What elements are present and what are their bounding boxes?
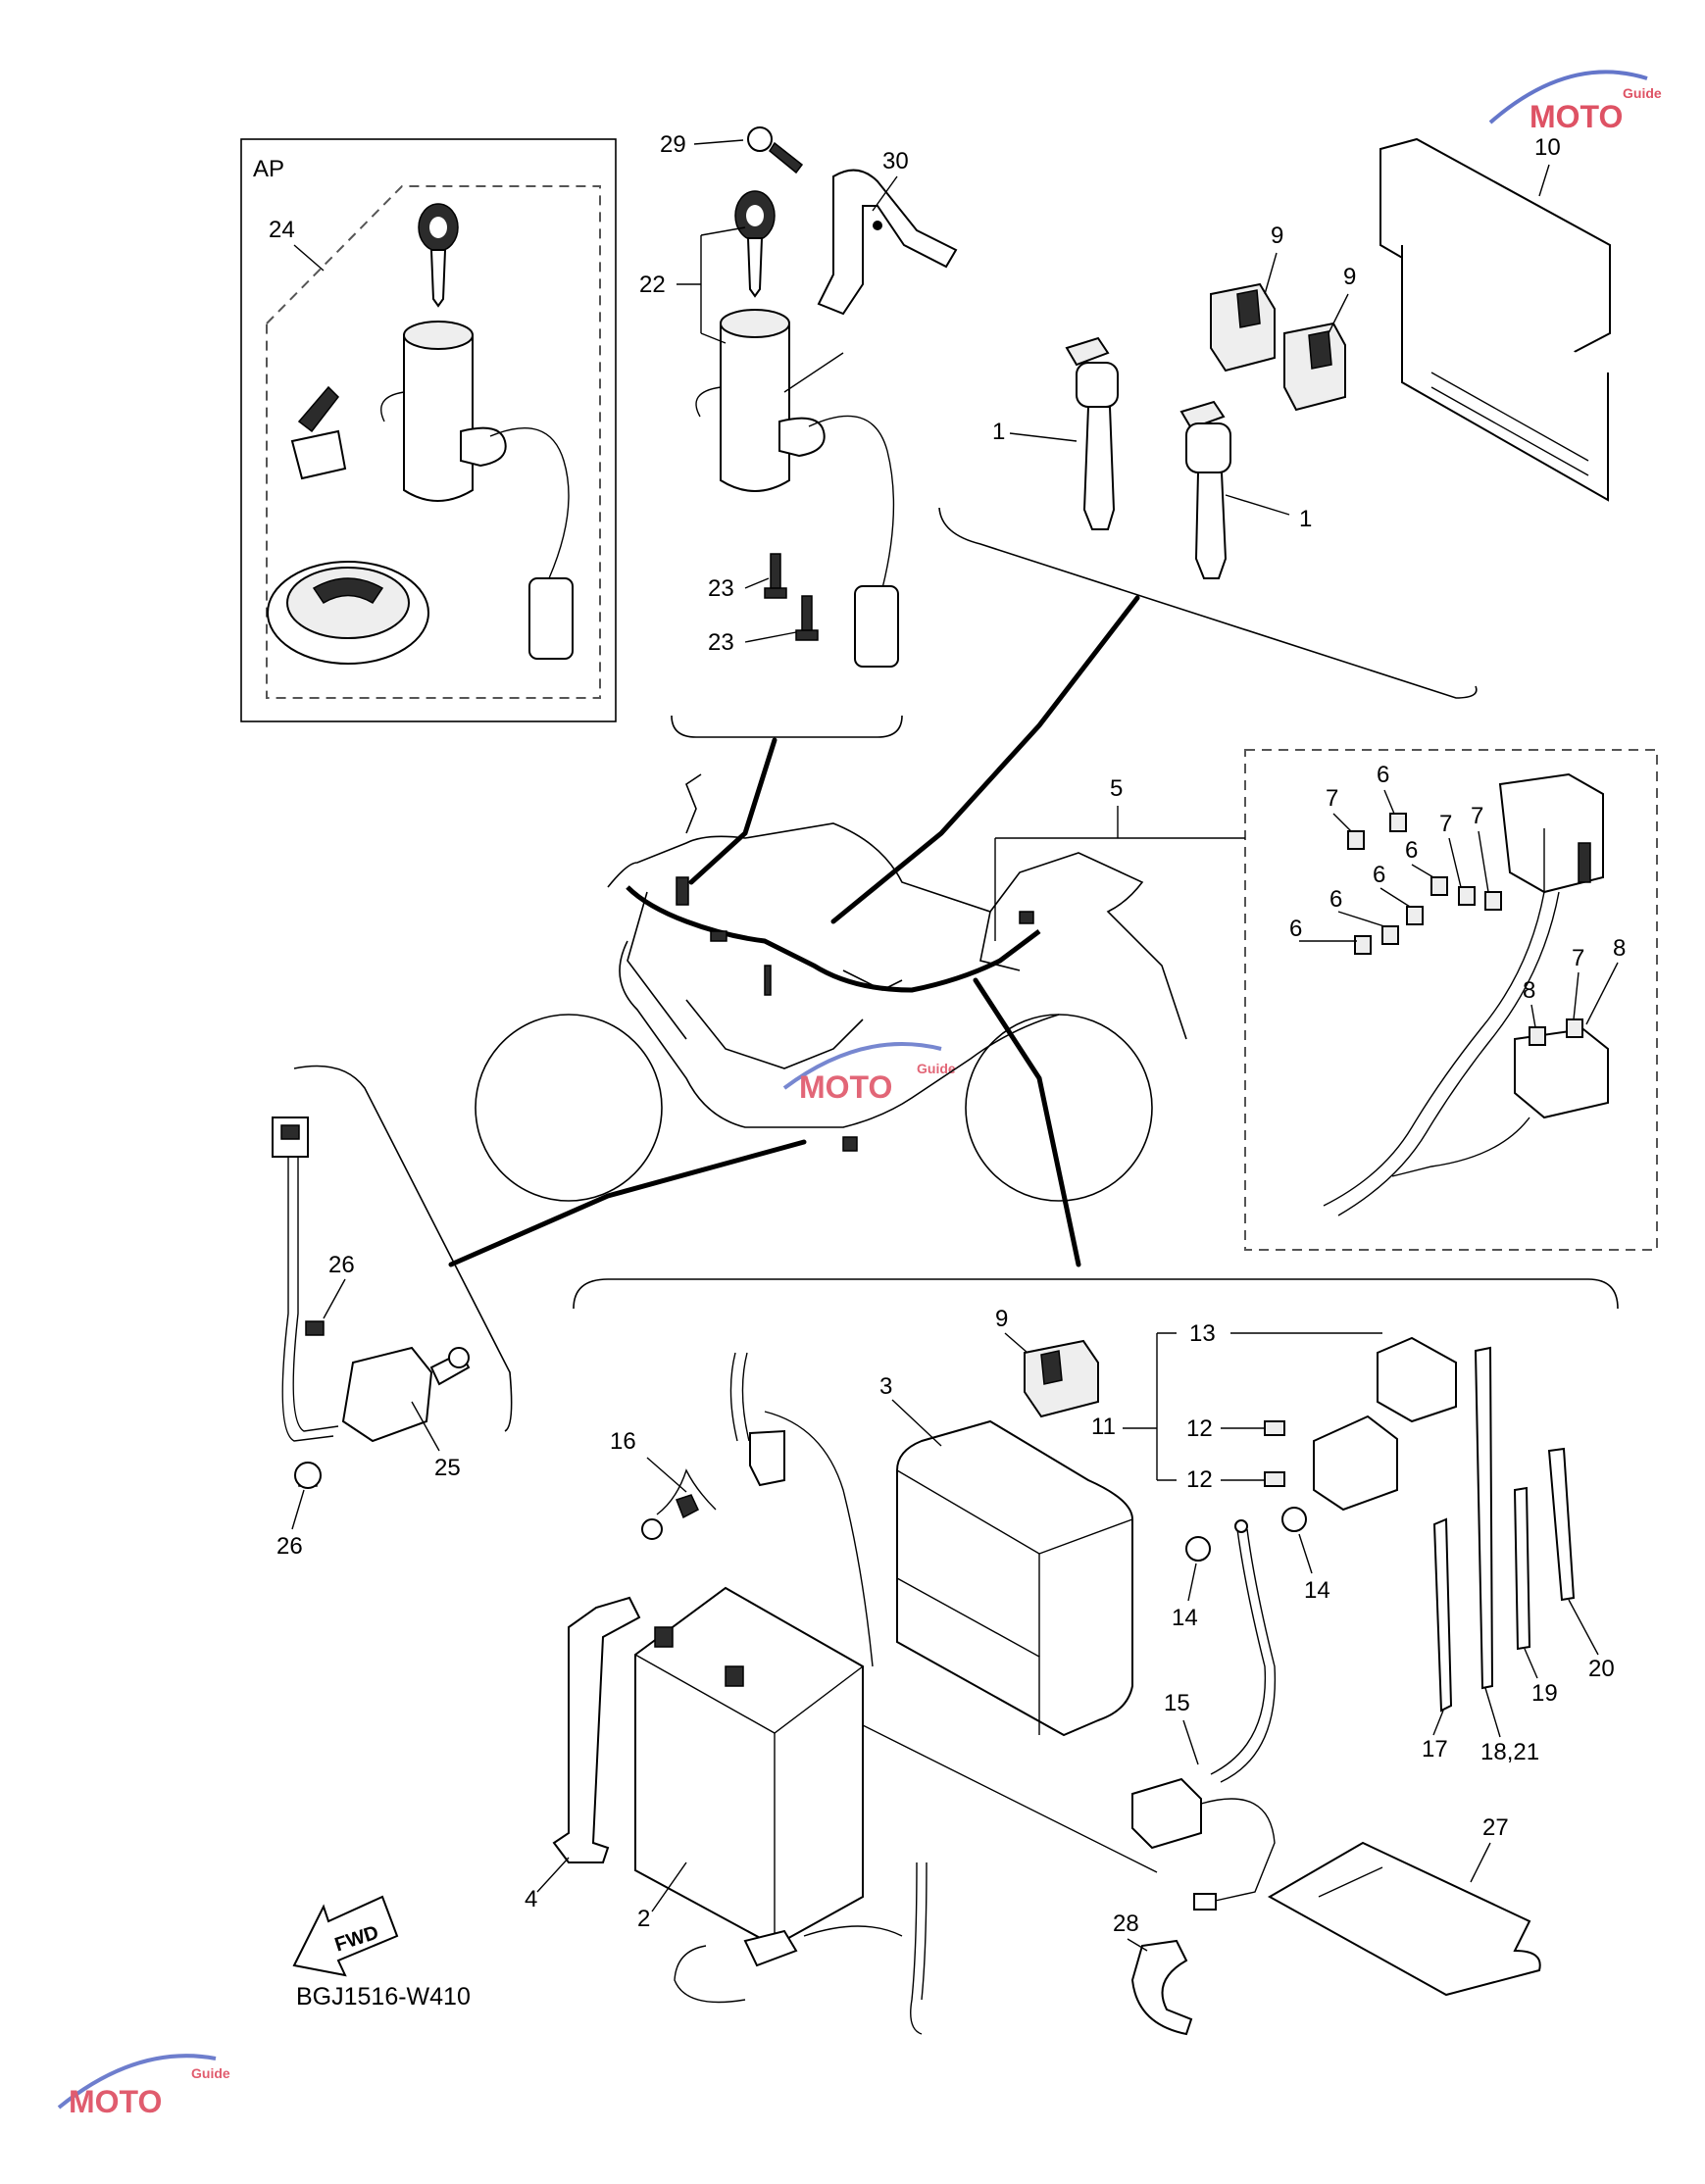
callout-c7c: 7: [1471, 803, 1483, 829]
callout-c16: 16: [610, 1428, 636, 1455]
battery-cable-15-group: [1131, 1507, 1307, 1911]
leader-battery-group: [973, 977, 1081, 1267]
ap-kit-box: AP: [240, 138, 617, 722]
callout-c9a: 9: [1271, 223, 1283, 249]
callout-c17: 17: [1422, 1736, 1448, 1762]
svg-text:Guide: Guide: [191, 2065, 230, 2081]
callout-c24: 24: [269, 217, 295, 243]
leader-coils: [830, 595, 1140, 924]
main-switch-group: [695, 126, 958, 668]
diagram-code: BGJ1516-W410: [296, 1983, 471, 2010]
clamp-28-icon: [1130, 1939, 1193, 2036]
callout-c28: 28: [1113, 1911, 1139, 1937]
callout-c15: 15: [1164, 1690, 1190, 1716]
starter-relay-group: [1264, 1336, 1457, 1512]
callout-ap_label: AP: [253, 156, 284, 182]
sensor-25-group: [272, 1117, 471, 1489]
relay-9-top-left-icon: [1210, 282, 1276, 372]
callout-c23a: 23: [708, 575, 734, 602]
battery-cover-3-icon: [896, 1419, 1133, 1737]
callout-c29: 29: [660, 131, 686, 158]
callout-c23b: 23: [708, 629, 734, 656]
watermark-top-right: MOTO Guide: [1488, 70, 1662, 134]
callout-c3: 3: [879, 1373, 892, 1400]
ignition-coil-left-icon: [1065, 336, 1119, 530]
motorcycle-outline: [475, 773, 1187, 1202]
svg-text:MOTO: MOTO: [799, 1069, 892, 1105]
svg-text:Guide: Guide: [917, 1061, 956, 1076]
relay-9-bottom-icon: [1024, 1339, 1099, 1418]
watermark-bottom-left: MOTO Guide: [57, 2054, 230, 2119]
fuse-box-main-icon: [1498, 772, 1604, 894]
callout-c7c: 7: [1572, 945, 1584, 971]
callout-c19: 19: [1531, 1680, 1558, 1707]
kit-ignition-cylinder-icon: [380, 321, 574, 660]
callout-c22: 22: [639, 272, 666, 298]
fuse-icons: [1347, 813, 1583, 1046]
callout-c7b: 7: [1439, 811, 1452, 837]
battery-wire-lower: [674, 1861, 928, 2035]
callout-c6c: 6: [1373, 862, 1385, 888]
callout-c10: 10: [1534, 134, 1561, 161]
battery-cable-16-group: [641, 1352, 874, 1667]
bolt-29-icon: [747, 126, 804, 174]
watermark-center: MOTO Guide: [782, 1042, 956, 1105]
svg-text:MOTO: MOTO: [1529, 99, 1623, 134]
battery-stay-4-icon: [552, 1596, 641, 1863]
callout-c14b: 14: [1304, 1577, 1330, 1604]
callout-c27: 27: [1482, 1814, 1509, 1841]
ecu-cover-10-icon: [1379, 137, 1611, 502]
callout-c7a: 7: [1326, 785, 1338, 812]
bracket-30-icon: [817, 169, 958, 316]
callout-c11: 11: [1091, 1414, 1116, 1440]
callout-c30: 30: [882, 148, 909, 174]
callout-c12b: 12: [1186, 1466, 1213, 1493]
relay-9-top-right-icon: [1283, 322, 1346, 412]
callout-c6a: 6: [1377, 762, 1389, 788]
callout-c5: 5: [1110, 775, 1123, 802]
main-switch-key-icon: [734, 190, 776, 298]
ignition-coils-group: [1065, 137, 1611, 579]
svg-text:Guide: Guide: [1623, 85, 1662, 101]
callout-c13: 13: [1189, 1320, 1216, 1347]
kit-seat-lock-icon: [290, 385, 347, 480]
battery-2-icon: [634, 1586, 1158, 1948]
kit-fuel-cap-icon: [267, 561, 429, 665]
ignition-coil-right-icon: [1179, 400, 1231, 579]
callout-c6d: 6: [1329, 886, 1342, 913]
callout-c25: 25: [434, 1455, 461, 1481]
callout-c20: 20: [1588, 1656, 1615, 1682]
leader-sensor: [448, 1139, 807, 1267]
kit-key-icon: [418, 203, 459, 308]
fuse-box-group: [1244, 749, 1658, 1251]
main-switch-cylinder-icon: [695, 309, 899, 668]
callout-c4: 4: [525, 1886, 537, 1912]
callout-c1a: 1: [992, 419, 1005, 445]
callout-c8a: 8: [1523, 977, 1535, 1004]
callout-c2: 2: [637, 1906, 650, 1932]
fwd-arrow-icon: FWD: [292, 1895, 399, 1977]
svg-text:MOTO: MOTO: [69, 2084, 162, 2119]
callout-c6e: 6: [1289, 916, 1302, 942]
callout-c26a: 26: [328, 1252, 355, 1278]
callout-c9b: 9: [1343, 264, 1356, 290]
callout-c8b: 8: [1613, 935, 1626, 962]
cable-ties-group: [1432, 1346, 1576, 1712]
callout-c14a: 14: [1172, 1605, 1198, 1631]
callout-c1b: 1: [1299, 506, 1312, 532]
mat-27-icon: [1267, 1841, 1541, 1997]
callout-c6b: 6: [1405, 837, 1418, 864]
screw-23-icon: [764, 553, 819, 641]
callout-c26b: 26: [276, 1533, 303, 1560]
callout-c9c: 9: [995, 1306, 1008, 1332]
callout-c18: 18,21: [1480, 1739, 1539, 1765]
callout-c12a: 12: [1186, 1415, 1213, 1442]
leader-main-switch: [688, 737, 777, 885]
